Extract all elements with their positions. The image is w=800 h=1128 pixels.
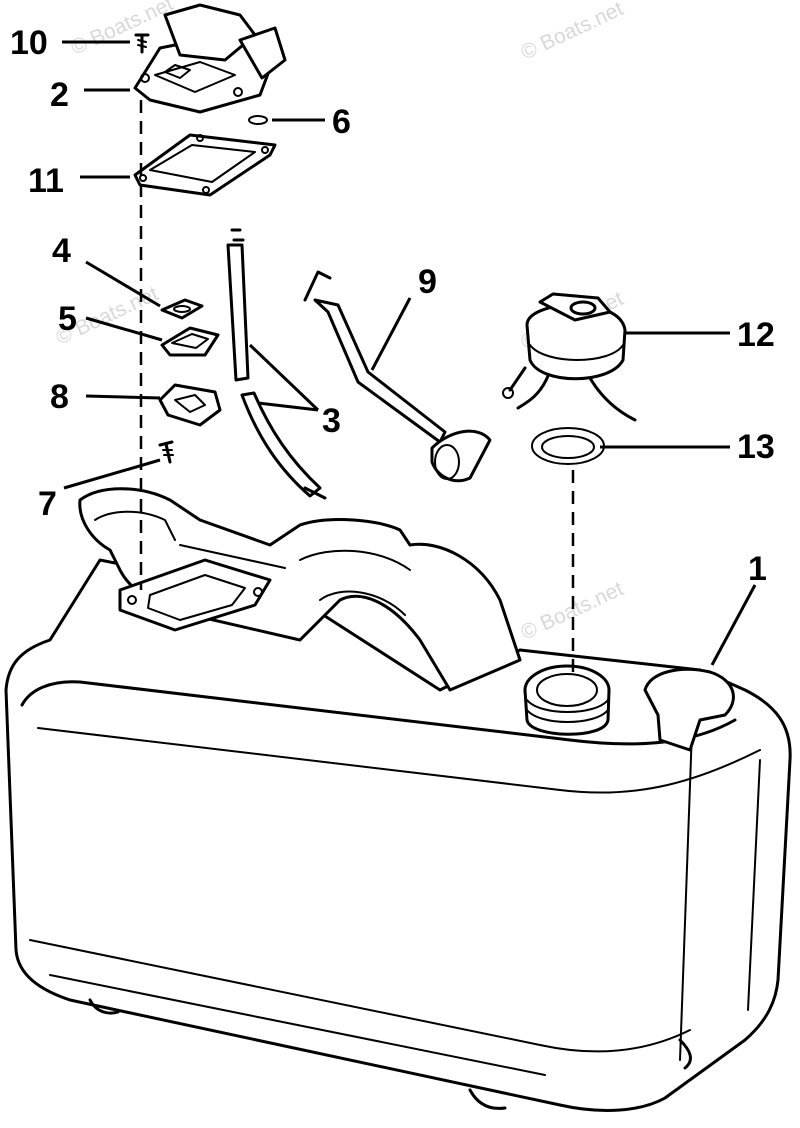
callout-2: 2: [50, 76, 69, 114]
callout-11: 11: [28, 162, 64, 200]
callout-5: 5: [58, 300, 77, 338]
watermark-2: © Boats.net: [517, 0, 627, 65]
callout-9: 9: [418, 263, 437, 301]
callout-10: 10: [10, 24, 48, 62]
screw-part-7: [158, 440, 174, 464]
leader-lines: [62, 40, 757, 666]
connector-housing-part-2: [133, 3, 287, 114]
callout-1: 1: [748, 550, 767, 588]
gasket-part-11: [133, 133, 277, 197]
oring-part-6: [248, 115, 268, 125]
callout-3: 3: [322, 402, 341, 440]
callout-12: 12: [737, 316, 775, 354]
callout-8: 8: [50, 378, 69, 416]
assembly-lines: [139, 100, 575, 676]
float-arm-part-9: [303, 270, 492, 483]
screw-part-10: [134, 33, 150, 54]
callout-6: 6: [332, 103, 351, 141]
clip-part-4: [160, 298, 204, 320]
pickup-tube-part-3: [226, 228, 327, 500]
oring-part-13: [531, 427, 605, 465]
bracket-part-8: [158, 383, 222, 427]
fuel-tank-part-1: [4, 487, 792, 1112]
callout-4: 4: [52, 232, 71, 270]
retainer-part-5: [160, 326, 220, 357]
callout-7: 7: [38, 485, 57, 523]
callout-13: 13: [737, 428, 775, 466]
callouts: 10 2 6 11 4 5 8 7 3 9 12 13 1: [10, 24, 775, 588]
fuel-cap-part-12: [502, 292, 637, 422]
